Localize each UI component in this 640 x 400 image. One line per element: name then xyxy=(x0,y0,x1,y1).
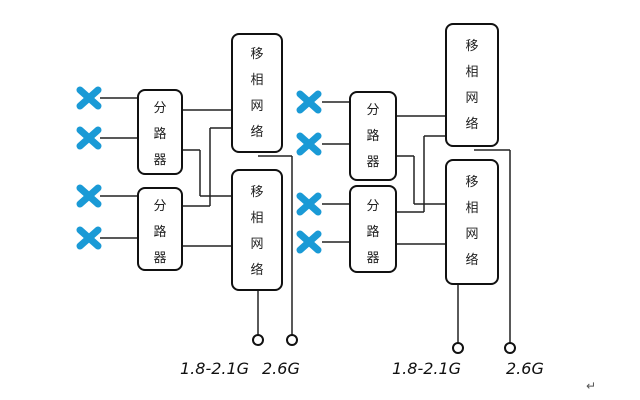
x-element-icon xyxy=(76,226,102,250)
splitter-char: 分 xyxy=(153,199,166,214)
phase-char: 移 xyxy=(465,39,478,54)
x-element-icon xyxy=(296,192,322,216)
port-circle-icon xyxy=(252,334,264,346)
splitter-char: 路 xyxy=(153,224,166,240)
x-element-icon xyxy=(296,90,322,114)
splitter-char: 分 xyxy=(153,101,166,116)
splitter-char: 器 xyxy=(366,251,379,266)
splitter-char: 路 xyxy=(366,224,379,240)
right-port-label-low: 1.8-2.1G xyxy=(392,359,461,378)
paragraph-mark: ↵ xyxy=(586,379,596,393)
right-port-label-high: 2.6G xyxy=(506,359,544,378)
right-splitter-bottom: 分 路 器 xyxy=(349,185,397,273)
phase-char: 络 xyxy=(250,124,263,140)
left-phase-network-bottom: 移 相 网 络 xyxy=(231,169,283,291)
left-feed-network xyxy=(100,97,293,335)
x-element-icon xyxy=(76,184,102,208)
left-elements xyxy=(76,86,102,250)
port-circle-icon xyxy=(452,342,464,354)
phase-char: 网 xyxy=(250,99,263,114)
phase-char: 移 xyxy=(250,47,263,62)
phase-char: 相 xyxy=(250,211,263,226)
splitter-char: 器 xyxy=(153,153,166,168)
left-port-label-high: 2.6G xyxy=(262,359,300,378)
right-feed-network xyxy=(322,101,511,344)
splitter-char: 路 xyxy=(153,126,166,142)
splitter-char: 器 xyxy=(153,251,166,266)
phase-char: 网 xyxy=(250,237,263,252)
x-element-icon xyxy=(76,126,102,150)
splitter-char: 分 xyxy=(366,103,379,118)
splitter-char: 路 xyxy=(366,128,379,144)
splitter-char: 器 xyxy=(366,155,379,170)
left-splitter-bottom: 分 路 器 xyxy=(137,187,183,271)
port-circle-icon xyxy=(286,334,298,346)
right-elements xyxy=(296,90,322,254)
right-phase-network-top: 移 相 网 络 xyxy=(445,23,499,147)
phase-char: 络 xyxy=(465,116,478,132)
left-phase-network-top: 移 相 网 络 xyxy=(231,33,283,153)
phase-char: 相 xyxy=(465,65,478,80)
x-element-icon xyxy=(76,86,102,110)
x-element-icon xyxy=(296,132,322,156)
phase-char: 移 xyxy=(465,175,478,190)
phase-char: 相 xyxy=(250,73,263,88)
right-phase-network-bottom: 移 相 网 络 xyxy=(445,159,499,285)
x-element-icon xyxy=(296,230,322,254)
phase-char: 网 xyxy=(465,91,478,106)
phase-char: 络 xyxy=(465,252,478,268)
phase-char: 移 xyxy=(250,185,263,200)
port-circle-icon xyxy=(504,342,516,354)
left-port-label-low: 1.8-2.1G xyxy=(180,359,249,378)
phase-char: 络 xyxy=(250,262,263,278)
phase-char: 网 xyxy=(465,227,478,242)
phase-char: 相 xyxy=(465,201,478,216)
left-splitter-top: 分 路 器 xyxy=(137,89,183,175)
splitter-char: 分 xyxy=(366,199,379,214)
right-splitter-top: 分 路 器 xyxy=(349,91,397,181)
